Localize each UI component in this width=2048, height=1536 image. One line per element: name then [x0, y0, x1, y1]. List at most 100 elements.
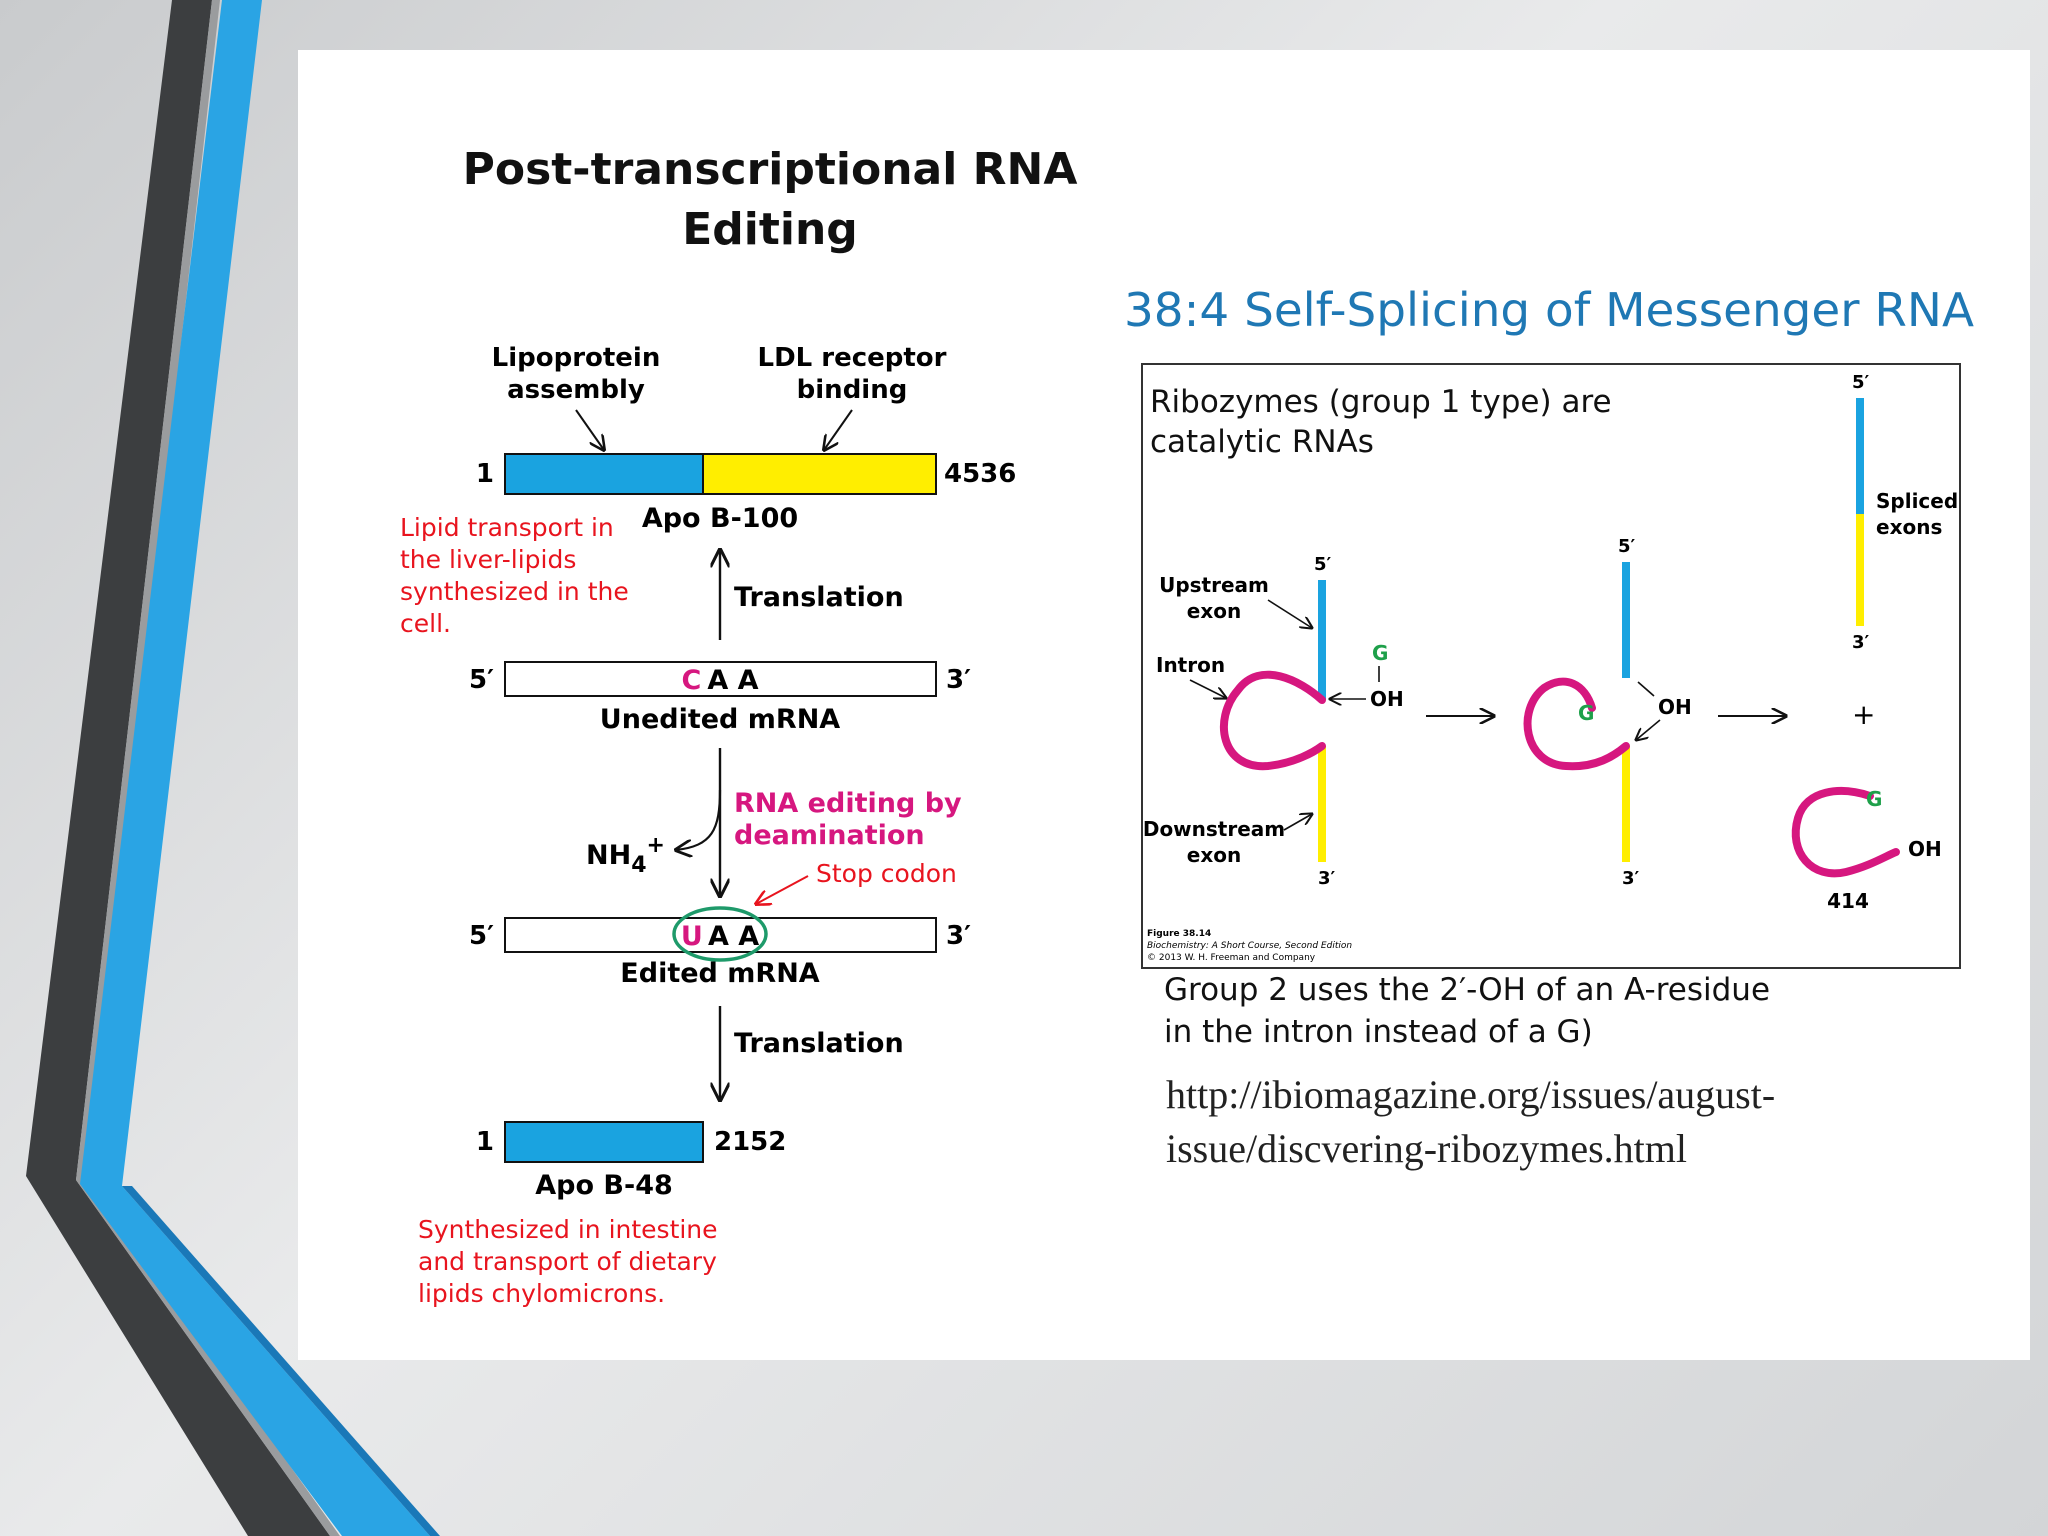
- left-title: Post-transcriptional RNA Editing: [440, 140, 1100, 260]
- reference-url: http://ibiomagazine.org/issues/august- i…: [1166, 1068, 1966, 1176]
- stage1-g: G: [1372, 641, 1388, 665]
- excised-414: 414: [1827, 889, 1869, 913]
- group2-text-2: in the intron instead of a G): [1164, 1014, 1593, 1050]
- apo48-name: Apo B-48: [535, 1170, 673, 1201]
- downstream-pointer: [1283, 814, 1312, 831]
- edited-codon-aa: A A: [708, 921, 759, 952]
- excised-intron: [1791, 787, 1900, 878]
- unedited-name: Unedited mRNA: [600, 704, 841, 735]
- excised-oh: OH: [1908, 837, 1942, 861]
- url-line-1: http://ibiomagazine.org/issues/august-: [1166, 1072, 1776, 1117]
- figure-frame: [1141, 363, 1961, 969]
- left-panel-diagram: Lipoprotein assembly LDL receptor bindin…: [400, 343, 1016, 1308]
- translation-label-2: Translation: [734, 1028, 904, 1059]
- stage2-oh-arrow: [1636, 719, 1661, 740]
- label-lipoprotein-1: Lipoprotein: [492, 343, 661, 373]
- editing-label-1: RNA editing by: [734, 788, 962, 819]
- figure-caption-2: Biochemistry: A Short Course, Second Edi…: [1147, 941, 1352, 951]
- arrow-lipoprotein: [575, 409, 604, 450]
- stripe-blue-dark: [122, 1186, 440, 1536]
- apo100-note-2: the liver-lipids: [400, 545, 576, 574]
- upstream-label-2: exon: [1187, 599, 1241, 623]
- stripe-blue: [80, 0, 430, 1536]
- apo100-note-4: cell.: [400, 609, 451, 638]
- apo100-yellow-segment: [702, 453, 937, 495]
- apo100-blue-segment: [504, 453, 704, 495]
- group2-text-1: Group 2 uses the 2′-OH of an A-residue: [1164, 972, 1770, 1008]
- apo100-name: Apo B-100: [642, 503, 798, 534]
- url-line-2: issue/discvering-ribozymes.html: [1166, 1126, 1688, 1171]
- stage1-intron: [1220, 670, 1326, 771]
- edited-5: 5′: [469, 921, 494, 951]
- box-text-2: catalytic RNAs: [1150, 424, 1374, 460]
- stop-codon-circle: [672, 906, 768, 962]
- nh4-base: NH: [586, 840, 631, 871]
- upstream-pointer: [1267, 599, 1312, 628]
- right-panel-diagram: 38:4 Self-Splicing of Messenger RNA Ribo…: [1124, 283, 1975, 1050]
- intron-label: Intron: [1156, 653, 1225, 677]
- excised-g: G: [1866, 787, 1882, 811]
- figure-caption-1: Figure 38.14: [1147, 929, 1211, 939]
- downstream-label-1: Downstream: [1143, 817, 1285, 841]
- stage2-intron: [1523, 677, 1630, 771]
- label-ldl-2: binding: [797, 375, 908, 405]
- nh4-label: NH4+: [586, 833, 665, 878]
- left-title-line1: Post-transcriptional RNA: [462, 144, 1078, 195]
- apo48-start: 1: [476, 1127, 494, 1157]
- unedited-mrna-bar: [504, 661, 937, 697]
- label-lipoprotein-2: assembly: [507, 375, 645, 405]
- unedited-5: 5′: [469, 665, 494, 695]
- stripe-dark: [26, 0, 330, 1536]
- translation-label-1: Translation: [734, 582, 904, 613]
- editing-label-2: deamination: [734, 820, 925, 851]
- spliced-three: 3′: [1852, 632, 1870, 653]
- stage1-three: 3′: [1318, 868, 1336, 889]
- apo48-note-2: and transport of dietary: [418, 1247, 717, 1276]
- plus-sign: +: [1852, 698, 1875, 731]
- unedited-3: 3′: [946, 665, 971, 695]
- left-title-line2: Editing: [682, 204, 858, 255]
- apo48-note-3: lipids chylomicrons.: [418, 1279, 665, 1308]
- upstream-label-1: Upstream: [1159, 573, 1269, 597]
- stage1-oh: OH: [1370, 687, 1404, 711]
- stage2-five: 5′: [1618, 536, 1636, 557]
- apo48-blue-segment: [504, 1121, 704, 1163]
- apo100-end: 4536: [944, 459, 1016, 489]
- stage2-oh-bond: [1637, 681, 1655, 697]
- edited-name: Edited mRNA: [620, 958, 819, 989]
- apo48-note-1: Synthesized in intestine: [418, 1215, 718, 1244]
- stop-codon-label: Stop codon: [816, 859, 957, 888]
- arrow-ldl: [824, 409, 853, 450]
- right-title: 38:4 Self-Splicing of Messenger RNA: [1124, 283, 1975, 337]
- edited-codon-u: U: [681, 921, 702, 952]
- spliced-five: 5′: [1852, 372, 1870, 393]
- apo100-note-3: synthesized in the: [400, 577, 629, 606]
- decorative-stripes: [26, 0, 440, 1536]
- downstream-label-2: exon: [1187, 843, 1241, 867]
- unedited-codon-c: C: [681, 665, 701, 696]
- label-ldl-1: LDL receptor: [758, 343, 947, 373]
- spliced-label-1: Spliced: [1876, 489, 1958, 513]
- arrow-stop-codon: [756, 875, 809, 904]
- stage1-five: 5′: [1314, 554, 1332, 575]
- edited-3: 3′: [946, 921, 971, 951]
- edited-mrna-bar: [504, 917, 937, 953]
- stage2-g: G: [1578, 701, 1594, 725]
- figure-caption-3: © 2013 W. H. Freeman and Company: [1147, 953, 1316, 963]
- arrow-nh4-release: [676, 789, 722, 850]
- spliced-label-2: exons: [1876, 515, 1942, 539]
- unedited-codon-aa: A A: [707, 665, 758, 696]
- apo100-start: 1: [476, 459, 494, 489]
- intron-pointer: [1189, 679, 1226, 698]
- box-text-1: Ribozymes (group 1 type) are: [1150, 384, 1612, 420]
- stage2-oh: OH: [1658, 695, 1692, 719]
- stage2-three: 3′: [1622, 868, 1640, 889]
- apo100-note-1: Lipid transport in: [400, 513, 614, 542]
- apo48-end: 2152: [714, 1127, 786, 1157]
- stripe-gray: [76, 0, 340, 1536]
- nh4-sub: 4: [631, 853, 646, 878]
- nh4-sup: +: [647, 833, 665, 858]
